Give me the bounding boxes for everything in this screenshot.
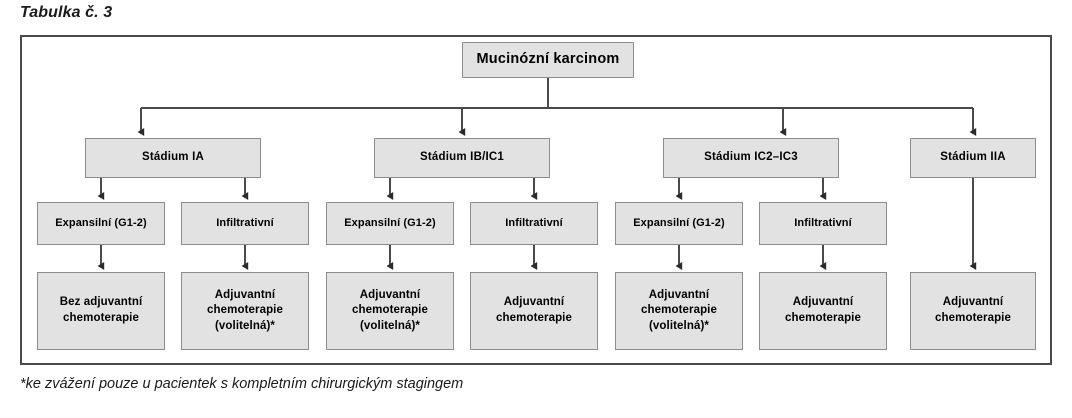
node-subtype-ia-expansile-label: Expansilní (G1-2) [55,217,147,230]
node-stage-ia-label: Stádium IA [141,151,205,164]
figure-title: Tabulka č. 3 [20,4,113,21]
node-subtype-ia-infiltrative[interactable]: Infiltrativní [181,202,309,245]
node-treatment-ic2ic3-expansile-label: Adjuvantní chemoterapie (volitelná)* [641,288,717,332]
node-root-label: Mucinózní karcinom [476,51,620,68]
node-subtype-ibic1-expansile[interactable]: Expansilní (G1-2) [326,202,454,245]
node-treatment-ibic1-infiltrative-label: Adjuvantní chemoterapie [496,296,572,324]
node-treatment-ic2ic3-infiltrative[interactable]: Adjuvantní chemoterapie [759,272,887,350]
node-treatment-iia-label: Adjuvantní chemoterapie [935,296,1011,324]
node-stage-iia-label: Stádium IIA [940,151,1006,164]
node-treatment-ia-expansile-label: Bez adjuvantní chemoterapie [59,296,143,324]
node-treatment-ibic1-infiltrative[interactable]: Adjuvantní chemoterapie [470,272,598,350]
node-root-mucinous-carcinoma[interactable]: Mucinózní karcinom [462,42,634,78]
node-subtype-ibic1-infiltrative-label: Infiltrativní [505,217,563,230]
node-treatment-ibic1-expansile[interactable]: Adjuvantní chemoterapie (volitelná)* [326,272,454,350]
node-treatment-ic2ic3-infiltrative-label: Adjuvantní chemoterapie [785,296,861,324]
node-stage-ic2-ic3[interactable]: Stádium IC2–IC3 [663,138,839,178]
node-treatment-ibic1-expansile-label: Adjuvantní chemoterapie (volitelná)* [352,288,428,332]
node-treatment-iia[interactable]: Adjuvantní chemoterapie [910,272,1036,350]
node-subtype-ic2ic3-infiltrative-label: Infiltrativní [794,217,852,230]
node-subtype-ic2ic3-expansile[interactable]: Expansilní (G1-2) [615,202,743,245]
node-subtype-ia-expansile[interactable]: Expansilní (G1-2) [37,202,165,245]
node-stage-ic2-ic3-label: Stádium IC2–IC3 [704,151,798,164]
node-stage-ib-ic1[interactable]: Stádium IB/IC1 [374,138,550,178]
node-treatment-ia-expansile[interactable]: Bez adjuvantní chemoterapie [37,272,165,350]
node-subtype-ibic1-expansile-label: Expansilní (G1-2) [344,217,436,230]
node-subtype-ic2ic3-infiltrative[interactable]: Infiltrativní [759,202,887,245]
node-subtype-ia-infiltrative-label: Infiltrativní [216,217,274,230]
node-treatment-ic2ic3-expansile[interactable]: Adjuvantní chemoterapie (volitelná)* [615,272,743,350]
node-stage-ib-ic1-label: Stádium IB/IC1 [420,151,504,164]
node-treatment-ia-infiltrative[interactable]: Adjuvantní chemoterapie (volitelná)* [181,272,309,350]
node-treatment-ia-infiltrative-label: Adjuvantní chemoterapie (volitelná)* [207,288,283,332]
node-stage-ia[interactable]: Stádium IA [85,138,261,178]
node-stage-iia[interactable]: Stádium IIA [910,138,1036,178]
figure-footnote: *ke zvážení pouze u pacientek s kompletn… [20,376,464,392]
node-subtype-ic2ic3-expansile-label: Expansilní (G1-2) [633,217,725,230]
node-subtype-ibic1-infiltrative[interactable]: Infiltrativní [470,202,598,245]
